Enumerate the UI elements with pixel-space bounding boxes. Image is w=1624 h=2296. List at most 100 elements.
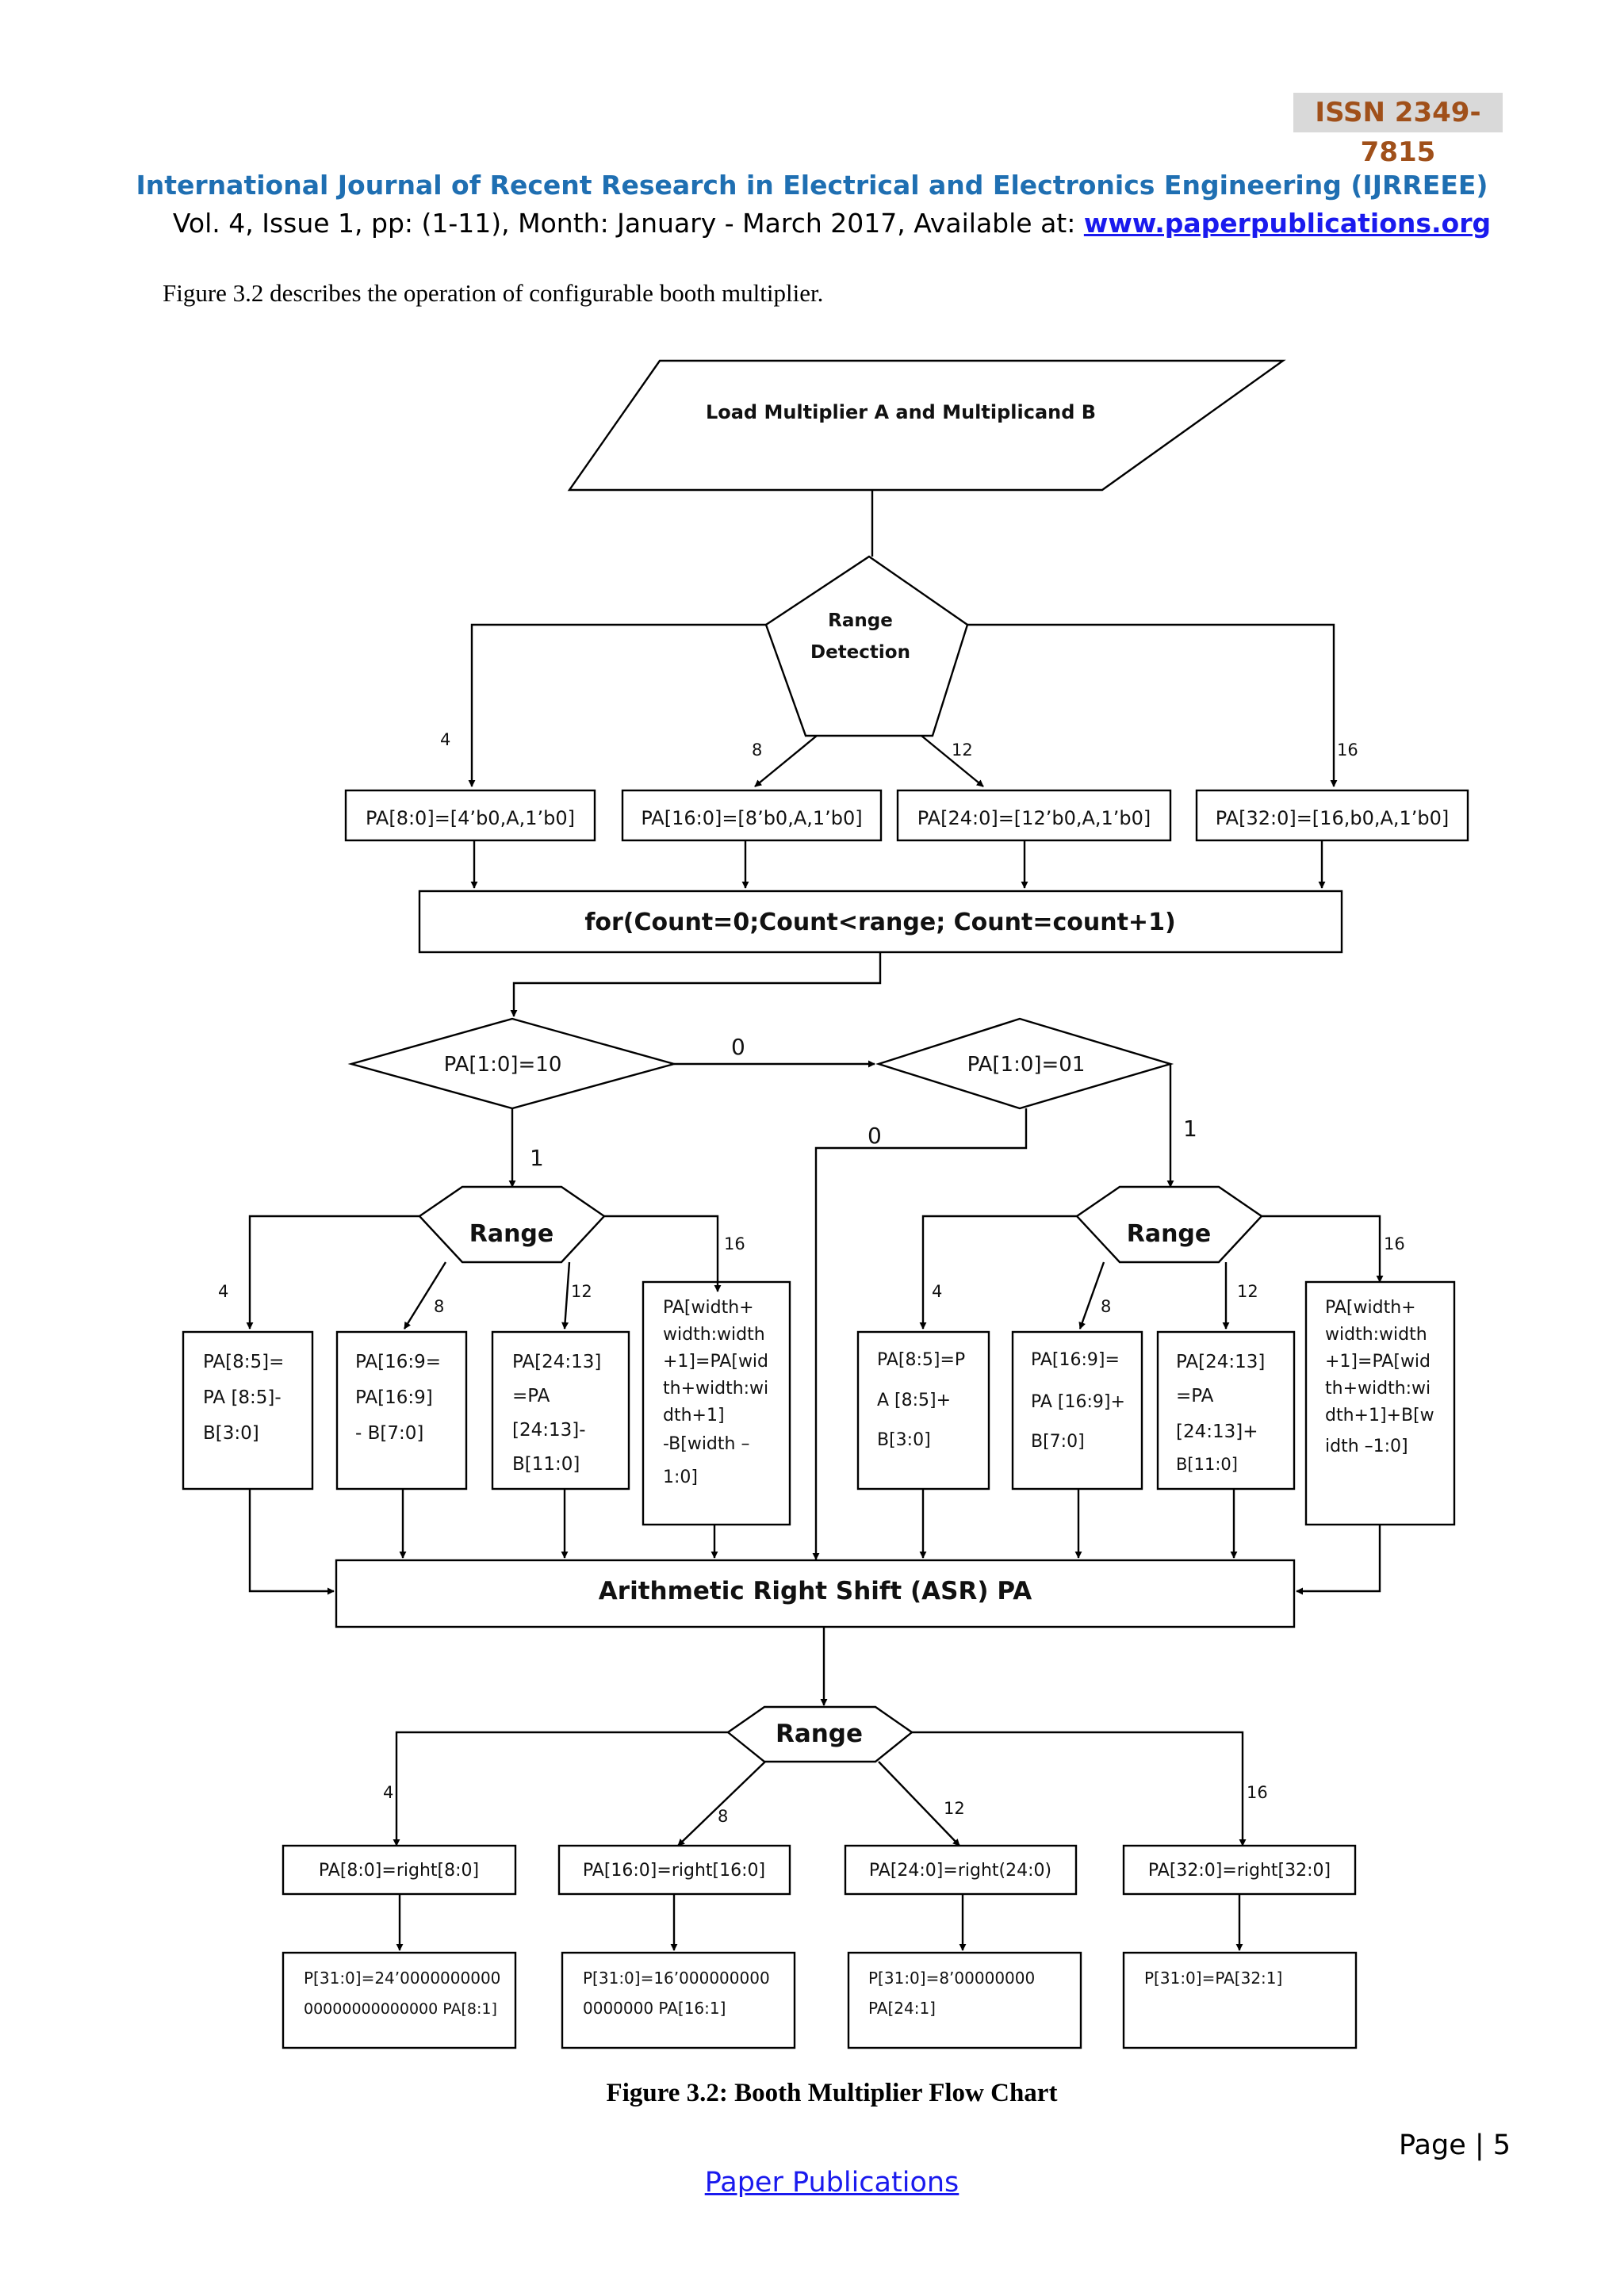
footer: Paper Publications (0, 2167, 1624, 2198)
pa-init-text-4: PA[8:0]=[4’b0,A,1’b0] (366, 807, 575, 829)
range-left-text: Range (469, 1220, 554, 1248)
edge-label-one-right: 1 (1183, 1115, 1197, 1142)
add-box-4-line-2: A [8:5]+ (877, 1391, 951, 1410)
sub-box-16 (642, 1280, 791, 1526)
result-4-line-2: 00000000000000 PA[8:1] (304, 2000, 497, 2018)
sub-box-8-line-3: - B[7:0] (355, 1423, 423, 1444)
add-box-8 (1011, 1330, 1143, 1490)
add-box-12 (1156, 1330, 1296, 1490)
pa-init-box-16 (1195, 789, 1469, 842)
range-right-text: Range (1127, 1220, 1212, 1248)
volume-text: Vol. 4, Issue 1, pp: (1-11), Month: Janu… (172, 208, 1084, 239)
result-box-16 (1122, 1951, 1358, 2049)
add-box-12-line-2: =PA (1176, 1386, 1214, 1406)
pa-init-box-12 (896, 789, 1172, 842)
pa-init-text-8: PA[16:0]=[8’b0,A,1’b0] (641, 807, 862, 829)
figure-caption: Figure 3.2: Booth Multiplier Flow Chart (606, 2079, 1058, 2107)
branch-label-4: 4 (440, 730, 450, 749)
pa-init-box-8 (621, 789, 883, 842)
load-label: Load Multiplier A and Multiplicand B (706, 401, 1096, 423)
add-box-12-line-3: [24:13]+ (1176, 1422, 1258, 1442)
result-box-4 (282, 1951, 517, 2049)
decision2-text: PA[1:0]=01 (967, 1053, 1086, 1077)
edge-label-one-left: 1 (530, 1145, 544, 1171)
decision-pa-01 (875, 1017, 1174, 1110)
left-branch-label-4: 4 (218, 1282, 228, 1301)
sub-box-16-line-2: width:width (663, 1325, 765, 1345)
footer-link[interactable]: Paper Publications (704, 2167, 959, 2198)
left-branch-label-12: 12 (571, 1282, 592, 1301)
add-box-16-line-6: idth –1:0] (1325, 1437, 1408, 1456)
add-box-16 (1304, 1280, 1456, 1526)
sub-box-8-line-1: PA[16:9= (355, 1352, 441, 1372)
bottom-branch-label-8: 8 (718, 1807, 728, 1826)
sub-box-16-line-7: 1:0] (663, 1468, 698, 1487)
result-8-line-1: P[31:0]=16’000000000 (583, 1969, 770, 1988)
sub-box-8 (335, 1330, 468, 1490)
journal-link[interactable]: www.paperpublications.org (1083, 208, 1492, 239)
sub-box-4 (182, 1330, 314, 1490)
sub-box-12-line-2: =PA (512, 1386, 550, 1406)
add-box-4-line-3: B[3:0] (877, 1430, 931, 1450)
sub-box-16-line-6: -B[width – (663, 1434, 749, 1454)
sub-box-12-line-1: PA[24:13] (512, 1352, 601, 1372)
branch-label-16: 16 (1337, 740, 1358, 760)
add-box-16-line-1: PA[width+ (1325, 1298, 1416, 1318)
shift-text-4: PA[8:0]=right[8:0] (319, 1861, 479, 1881)
result-box-12 (847, 1951, 1082, 2049)
shift-box-12 (844, 1844, 1078, 1896)
sub-box-16-line-5: dth+1] (663, 1406, 725, 1425)
pa-init-text-16: PA[32:0]=[16,b0,A,1’b0] (1216, 807, 1450, 829)
journal-title: International Journal of Recent Research… (136, 170, 1488, 201)
sub-box-16-line-3: +1]=PA[wid (663, 1352, 768, 1372)
range-detection-label-1: Range (828, 610, 893, 631)
pa-init-box-4 (344, 789, 596, 842)
bottom-branch-label-12: 12 (944, 1799, 965, 1818)
sub-box-4-line-3: B[3:0] (203, 1423, 259, 1444)
result-12-line-2: PA[24:1] (868, 1999, 936, 2018)
shift-text-12: PA[24:0]=right(24:0) (869, 1861, 1051, 1881)
asr-text: Arithmetic Right Shift (ASR) PA (599, 1577, 1032, 1605)
range-bottom-text: Range (776, 1720, 863, 1748)
add-box-8-line-1: PA[16:9]= (1031, 1350, 1120, 1370)
branch-label-8: 8 (752, 740, 762, 760)
page-number: Page | 5 (1399, 2130, 1511, 2161)
sub-box-8-line-2: PA[16:9] (355, 1387, 433, 1408)
asr-box (335, 1559, 1296, 1628)
add-box-16-line-5: dth+1]+B[w (1325, 1406, 1434, 1425)
right-branch-label-16: 16 (1384, 1234, 1405, 1253)
add-box-12-line-4: B[11:0] (1176, 1455, 1238, 1474)
add-box-16-line-3: +1]=PA[wid (1325, 1352, 1431, 1372)
add-box-8-line-3: B[7:0] (1031, 1432, 1085, 1452)
range-detection-pentagon (764, 555, 969, 737)
left-branch-label-16: 16 (724, 1234, 745, 1253)
range-detection-label-2: Detection (810, 642, 910, 663)
sub-box-12-line-4: B[11:0] (512, 1454, 580, 1475)
result-8-line-2: 0000000 PA[16:1] (583, 1999, 726, 2018)
add-box-4-line-1: PA[8:5]=P (877, 1350, 965, 1370)
right-branch-label-12: 12 (1237, 1282, 1258, 1301)
sub-box-4-line-1: PA[8:5]= (203, 1352, 284, 1372)
load-parallelogram (567, 359, 1286, 492)
add-box-12-line-1: PA[24:13] (1176, 1352, 1265, 1372)
add-box-8-line-2: PA [16:9]+ (1031, 1392, 1125, 1412)
decision1-text: PA[1:0]=10 (444, 1053, 562, 1077)
branch-label-12: 12 (952, 740, 973, 760)
left-branch-label-8: 8 (434, 1297, 444, 1316)
sub-box-16-line-1: PA[width+ (663, 1298, 754, 1318)
add-box-16-line-4: th+width:wi (1325, 1379, 1431, 1399)
pa-init-text-12: PA[24:0]=[12’b0,A,1’b0] (917, 807, 1151, 829)
sub-box-16-line-4: th+width:wi (663, 1379, 768, 1399)
bottom-branch-label-16: 16 (1247, 1783, 1268, 1802)
issn-badge: ISSN 2349-7815 (1293, 93, 1503, 168)
result-16-line-1: P[31:0]=PA[32:1] (1144, 1969, 1282, 1988)
sub-box-4-line-2: PA [8:5]- (203, 1387, 282, 1408)
bottom-branch-label-4: 4 (383, 1783, 393, 1802)
right-branch-label-4: 4 (932, 1282, 942, 1301)
shift-text-16: PA[32:0]=right[32:0] (1148, 1861, 1331, 1881)
shift-text-8: PA[16:0]=right[16:0] (583, 1861, 765, 1881)
result-12-line-1: P[31:0]=8’00000000 (868, 1969, 1035, 1988)
result-4-line-1: P[31:0]=24’0000000000 (304, 1969, 500, 1988)
volume-line: Vol. 4, Issue 1, pp: (1-11), Month: Janu… (0, 208, 1624, 239)
